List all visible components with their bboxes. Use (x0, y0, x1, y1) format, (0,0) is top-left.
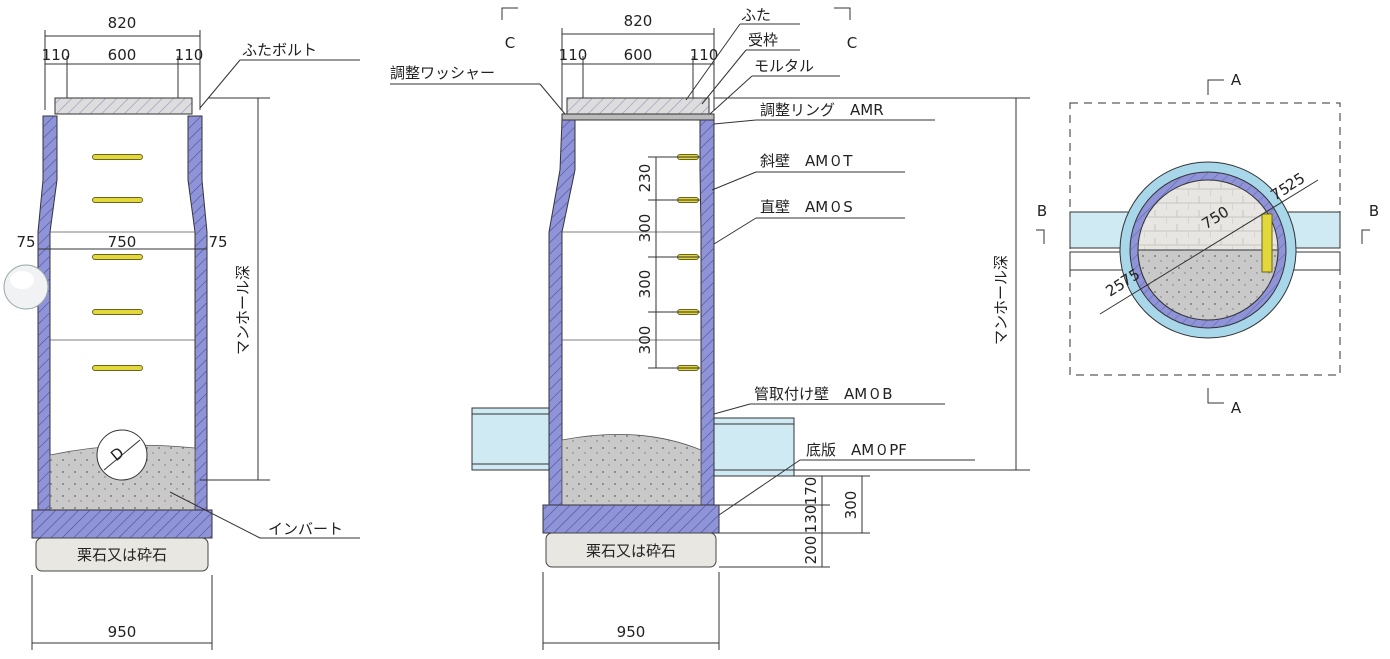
mid-mortar-label: モルタル (754, 57, 814, 75)
mid-gravel-label: 栗石又は砕石 (586, 542, 676, 560)
mid-inlet-pipe (471, 407, 550, 471)
left-section-view: 820 110 600 110 75 750 75 D (3, 14, 360, 650)
plan-section-b-left: B (1037, 202, 1047, 220)
mid-top-width: 820 (624, 12, 653, 30)
mid-slope-label: 斜壁 AM０T (760, 152, 853, 170)
left-top-left-dim: 110 (42, 46, 71, 64)
plan-section-a-top: A (1231, 71, 1242, 89)
mid-ring-label: 調整リング AMR (760, 101, 884, 119)
mid-frame-label: 受枠 (748, 31, 778, 49)
left-mid-left-dim: 75 (16, 233, 35, 251)
mid-pipe-wall-label: 管取付け壁 AM０B (754, 385, 893, 403)
mid-base-total: 300 (842, 491, 860, 520)
mid-bottom-width: 950 (617, 623, 646, 641)
mid-washer-label: 調整ワッシャー (390, 64, 495, 82)
plan-section-b-right: B (1369, 202, 1379, 220)
left-mid-right-dim: 75 (208, 233, 227, 251)
mid-base-dim-1: 170 (802, 477, 820, 506)
section-c-left: C (505, 34, 515, 52)
mid-top-right-dim: 110 (690, 46, 719, 64)
left-bottom-width: 950 (108, 623, 137, 641)
mid-base-dim-2: 130 (802, 505, 820, 534)
left-mid-width: 750 (108, 233, 137, 251)
left-bolt-label: ふたボルト (242, 41, 317, 59)
mid-depth-label: マンホール深 (992, 255, 1010, 345)
mid-step-2: 300 (636, 214, 654, 243)
mid-slab-label: 底版 AM０PF (806, 441, 907, 459)
plan-view: A A B B 750 75 25 25 75 (1036, 71, 1379, 417)
left-top-width: 820 (108, 14, 137, 32)
mid-step-4: 300 (636, 326, 654, 355)
mid-top-left-dim: 110 (559, 46, 588, 64)
mid-base-dim-3: 200 (802, 536, 820, 565)
left-gravel-bed (35, 537, 209, 572)
mid-straight-label: 直壁 AM０S (760, 198, 853, 216)
left-invert-label: インバート (268, 520, 343, 538)
mid-adjust-ring (561, 113, 715, 121)
mid-gravel-bed (545, 532, 717, 568)
left-top-mid-dim: 600 (108, 46, 137, 64)
mid-step-3: 300 (636, 270, 654, 299)
plan-section-a-bottom: A (1231, 399, 1242, 417)
left-top-right-dim: 110 (175, 46, 204, 64)
plan-rung (1261, 213, 1273, 273)
left-gravel-label: 栗石又は砕石 (77, 546, 167, 564)
mid-lid-label: ふた (741, 6, 771, 24)
mid-top-mid-dim: 600 (624, 46, 653, 64)
mid-step-1: 230 (636, 164, 654, 193)
section-c-right: C (847, 34, 857, 52)
middle-section-view: C C 820 110 600 110 (390, 6, 1030, 650)
left-depth-label: マンホール深 (234, 265, 252, 355)
mid-outlet-pipe (713, 417, 795, 477)
